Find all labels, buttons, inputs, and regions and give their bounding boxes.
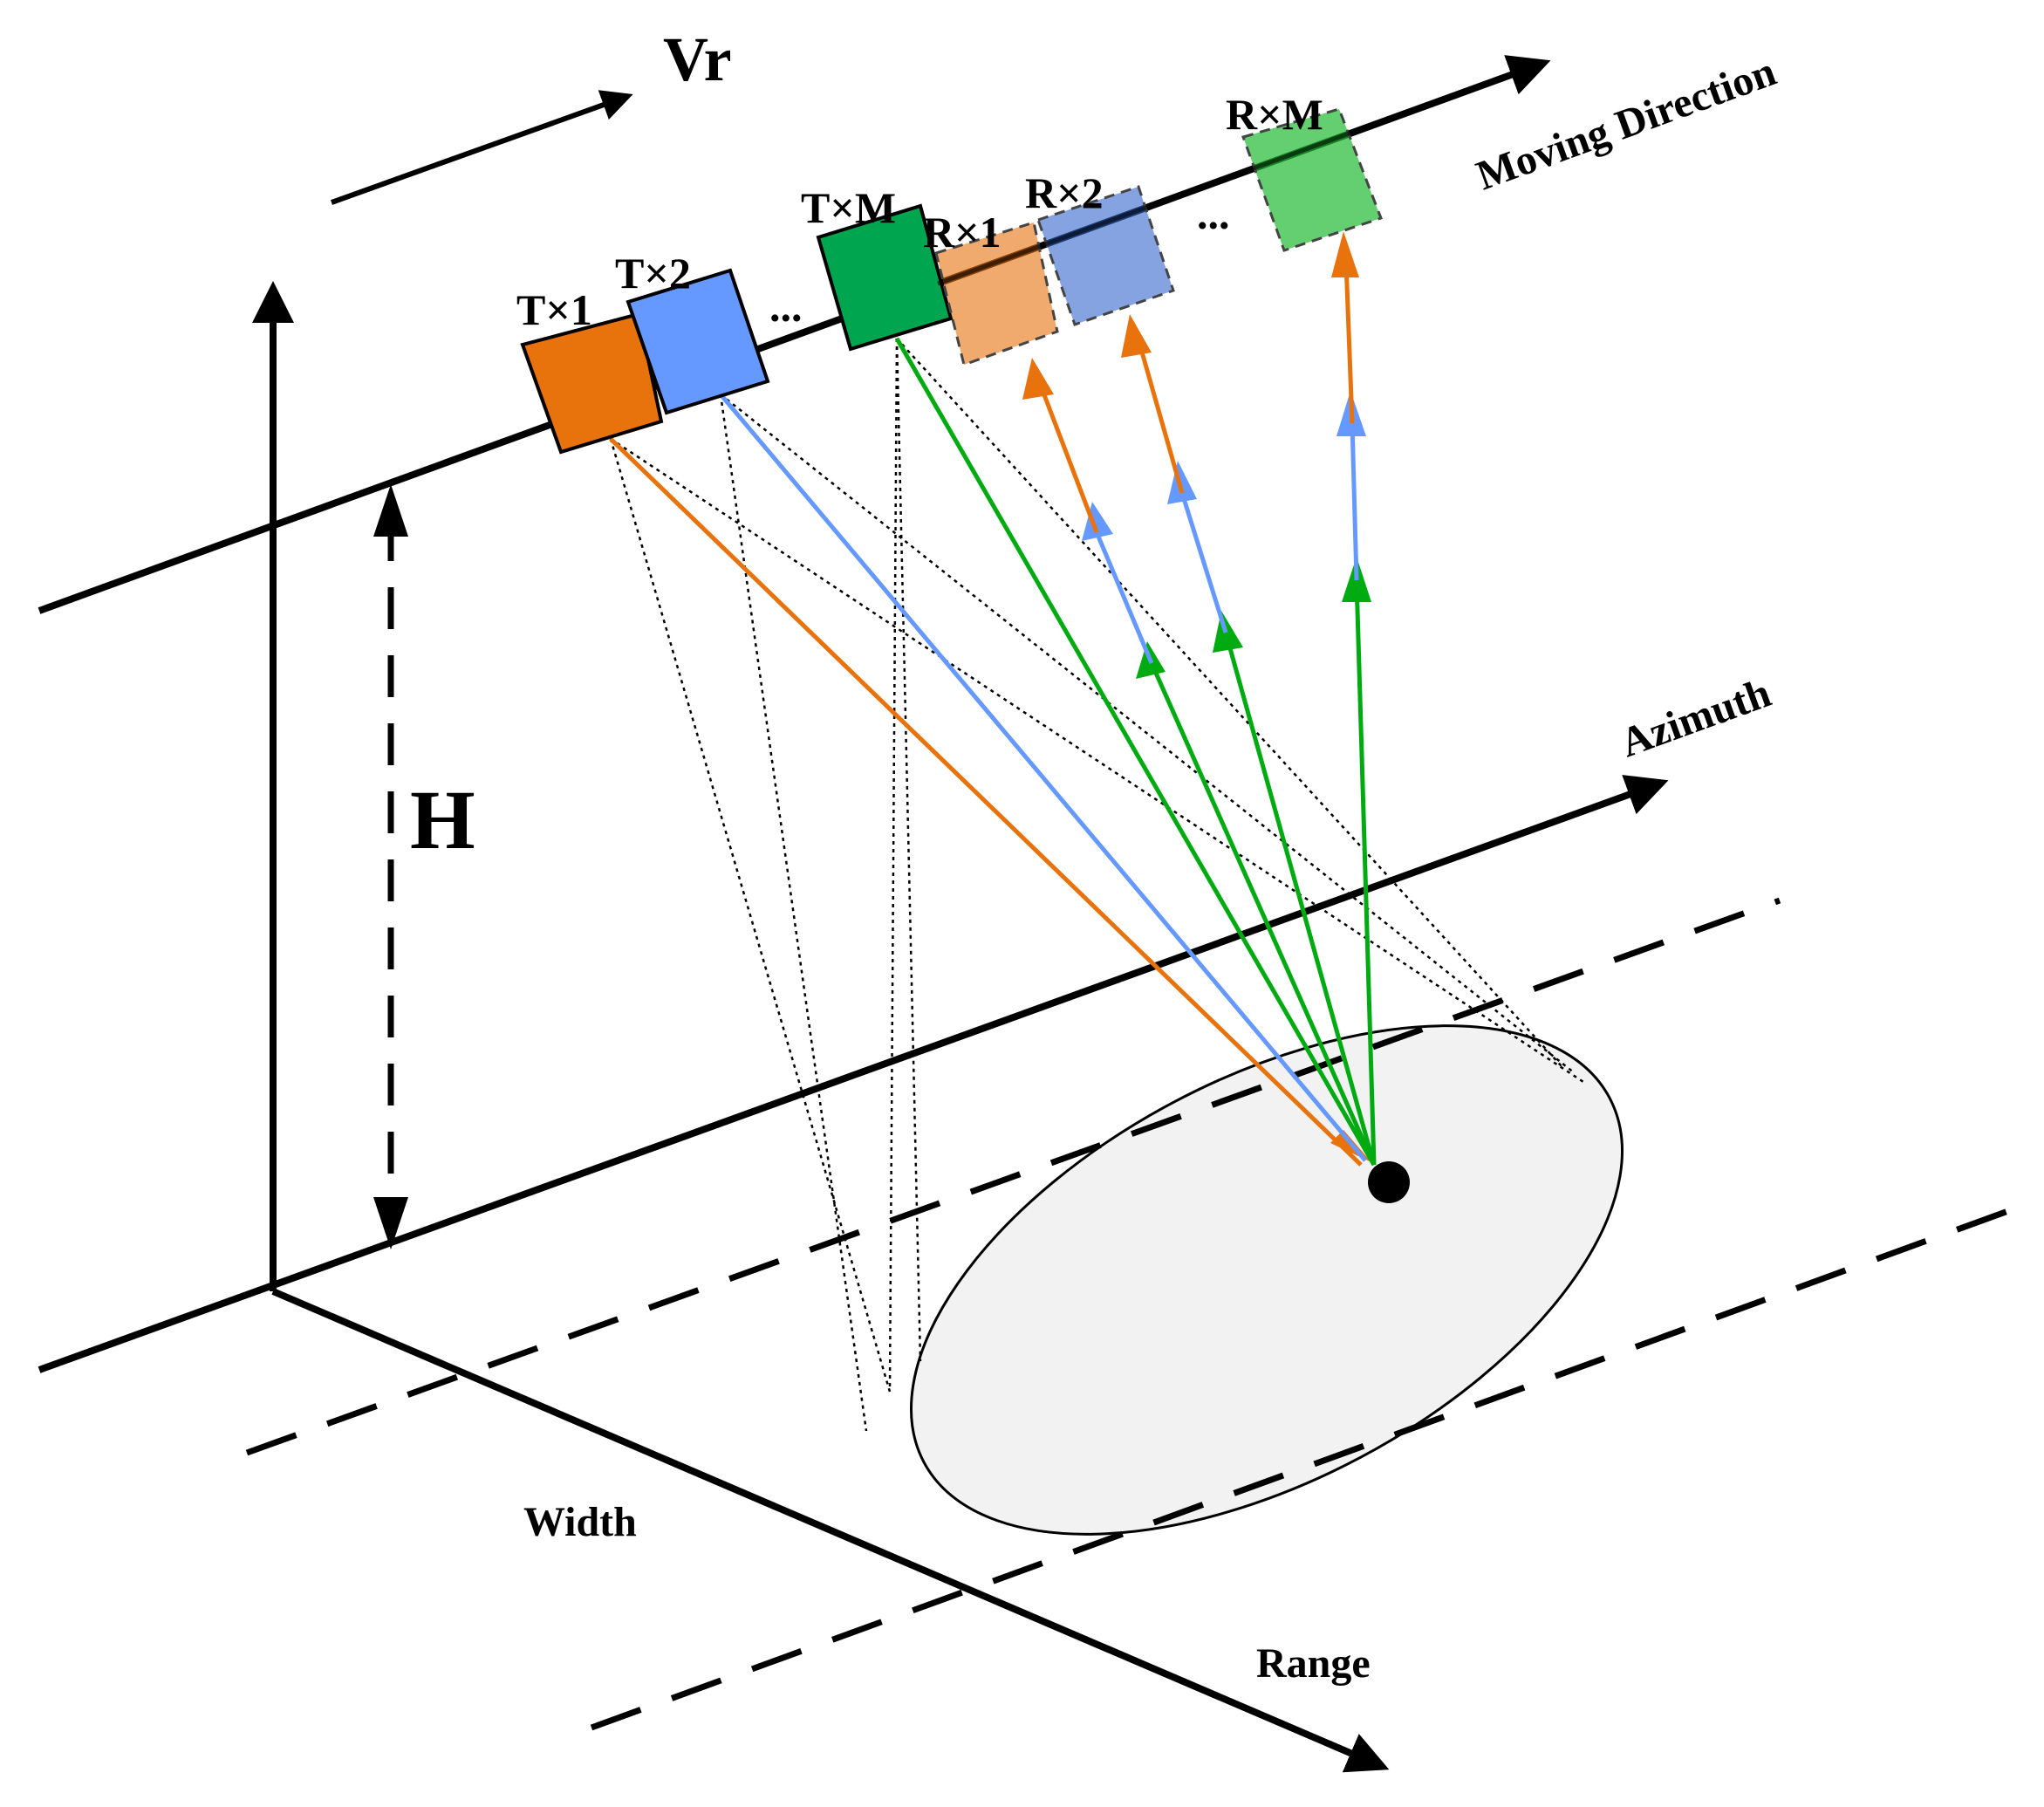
azimuth-axis — [38, 775, 1669, 1373]
ellipsis-transmitters: ... — [769, 282, 803, 331]
receive-rays-lower — [1149, 579, 1377, 1167]
transmit-ray-txm — [894, 337, 1377, 1167]
receiver-label-rx1: R×1 — [923, 208, 1001, 257]
receive-rays-middle — [1094, 422, 1359, 664]
range-axis — [271, 1288, 1390, 1773]
velocity-arrow — [330, 90, 633, 205]
receiver-label-rxm: R×M — [1226, 90, 1323, 139]
ellipsis-receivers: ... — [1197, 189, 1230, 238]
receive-rays-upper — [1041, 261, 1355, 533]
transmitter-tx1 — [520, 311, 664, 455]
transmitter-tx2 — [626, 268, 770, 415]
receive-ray-green-arrows — [1136, 557, 1371, 679]
receive-ray-orange-arrows — [1022, 231, 1359, 400]
footprint-ellipse — [910, 1024, 1624, 1536]
receiver-rx1 — [934, 221, 1059, 366]
height-arrow-bottom-icon — [373, 1197, 408, 1249]
receiver-label-rx2: R×2 — [1025, 168, 1104, 217]
transmitter-label-tx1: T×1 — [516, 285, 592, 334]
transmit-ray-tx2 — [719, 393, 1367, 1162]
receiver-rxm — [1241, 107, 1383, 252]
transmitter-txm — [816, 203, 954, 352]
swath-boundary-near — [245, 897, 1781, 1456]
beam-dotted-lines — [609, 338, 1584, 1432]
velocity-label: Vr — [663, 24, 732, 94]
width-label: Width — [523, 1499, 637, 1545]
receive-ray-blue-arrows — [1082, 391, 1366, 541]
transmitter-label-txm: T×M — [801, 183, 896, 232]
transmit-ray-tx1 — [609, 437, 1363, 1167]
flight-track-overlay — [937, 117, 1388, 286]
target-point — [1368, 1161, 1410, 1203]
height-arrow-top-icon — [373, 484, 408, 537]
transmitter-label-tx2: T×2 — [615, 249, 691, 298]
height-label: H — [410, 773, 475, 866]
range-label: Range — [1256, 1640, 1371, 1687]
azimuth-label: Azimuth — [1615, 669, 1777, 766]
receiver-rx2 — [1036, 185, 1175, 326]
